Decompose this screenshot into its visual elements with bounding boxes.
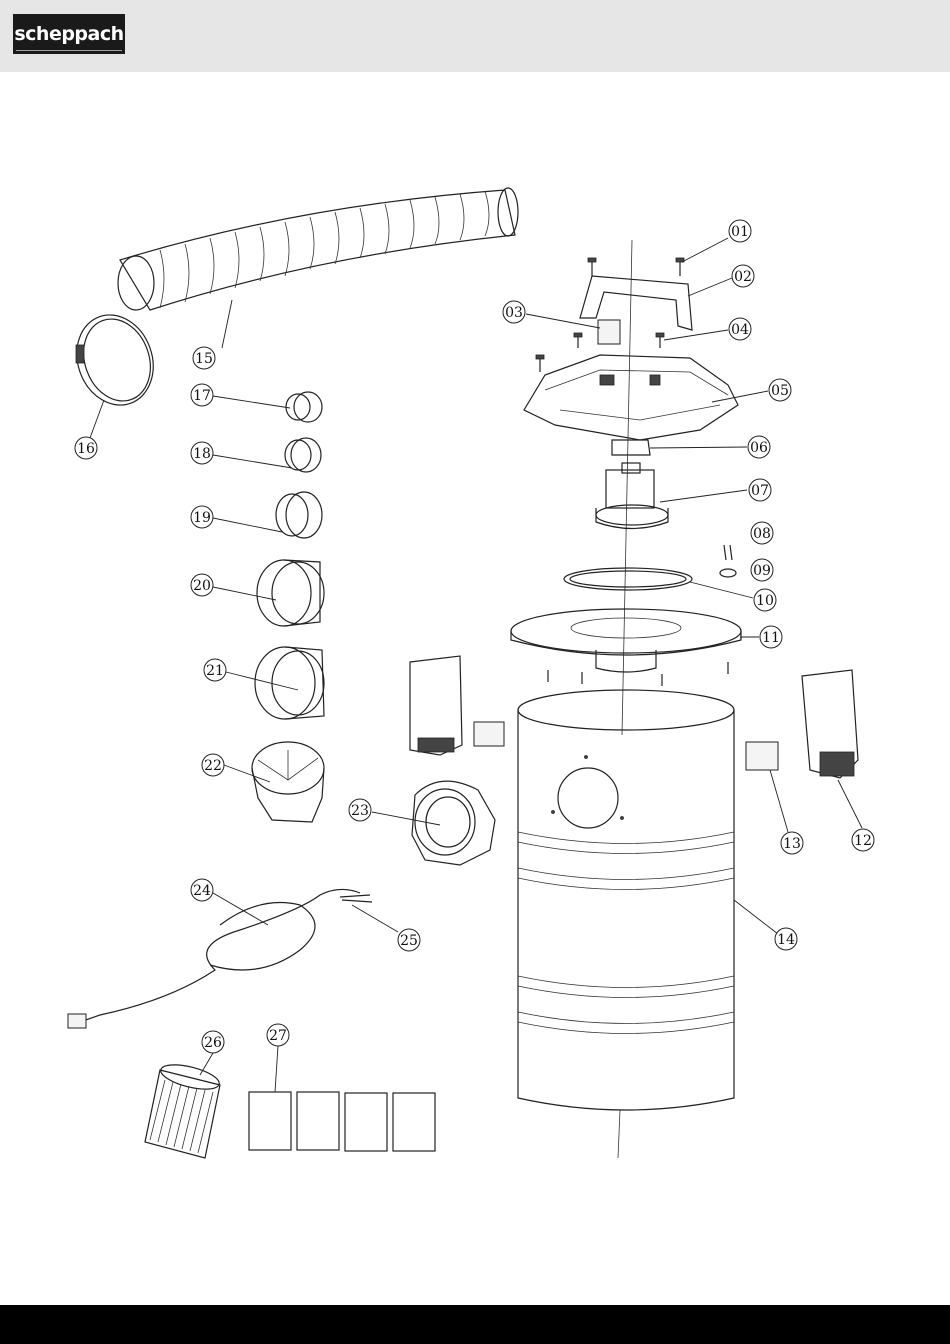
motor-head-05 [524,355,738,440]
gasket-10 [564,568,692,590]
hose-clamp-part [64,304,165,416]
callout-26: 26 [202,1031,224,1053]
callout-16: 16 [75,437,97,459]
svg-text:21: 21 [206,663,224,679]
bracket-13 [746,742,778,770]
svg-text:17: 17 [193,388,211,404]
nozzle-22 [252,742,324,822]
svg-text:08: 08 [753,526,771,542]
motor-07 [596,463,668,529]
svg-text:22: 22 [204,758,222,774]
svg-text:25: 25 [400,933,418,949]
callout-02: 02 [732,265,754,287]
callout-20: 20 [191,574,213,596]
callout-05: 05 [769,379,791,401]
washer-09 [720,569,736,577]
svg-text:04: 04 [731,322,749,338]
callout-09: 09 [751,559,773,581]
callout-25: 25 [398,929,420,951]
callout-03: 03 [503,301,525,323]
svg-text:11: 11 [762,630,780,646]
tank-14 [518,690,734,1110]
callout-04: 04 [729,318,751,340]
switch-03 [598,320,620,344]
svg-text:09: 09 [753,563,771,579]
callout-17: 17 [191,384,213,406]
svg-text:12: 12 [854,833,872,849]
svg-text:13: 13 [783,836,801,852]
callout-10: 10 [754,589,776,611]
bottom-axis-line [618,1110,620,1158]
svg-text:26: 26 [204,1035,222,1051]
svg-text:23: 23 [351,803,369,819]
callout-07: 07 [749,479,771,501]
latch-bracket-left [474,722,504,746]
callout-14: 14 [775,928,797,950]
svg-text:14: 14 [777,932,795,948]
callout-24: 24 [191,879,213,901]
callout-15: 15 [193,347,215,369]
callout-18: 18 [191,442,213,464]
svg-text:19: 19 [193,510,211,526]
adapter-17 [286,392,322,422]
callout-12: 12 [852,829,874,851]
power-cord-part [68,889,372,1028]
filter-cartridge-part [145,1060,222,1158]
footer-bar [0,1305,950,1344]
adapter-21 [255,647,324,719]
svg-text:20: 20 [193,578,211,594]
handle-02 [580,276,692,330]
svg-text:07: 07 [751,483,769,499]
callout-08: 08 [751,522,773,544]
adapter-20 [257,560,324,626]
callout-01: 01 [729,220,751,242]
callout-23: 23 [349,799,371,821]
hose-part [118,188,518,310]
svg-text:05: 05 [771,383,789,399]
callout-19: 19 [191,506,213,528]
callout-21: 21 [204,659,226,681]
svg-text:03: 03 [505,305,523,321]
adapter-18 [285,438,321,472]
svg-text:16: 16 [77,441,95,457]
svg-text:06: 06 [750,440,768,456]
adapter-19 [276,492,322,538]
latch-left [410,656,462,755]
screw-01 [588,258,684,276]
svg-text:10: 10 [756,593,774,609]
svg-text:24: 24 [193,883,211,899]
svg-text:15: 15 [195,351,213,367]
svg-text:27: 27 [269,1028,287,1044]
part-06 [612,440,650,455]
svg-text:01: 01 [731,224,749,240]
center-axis-line [622,240,632,735]
callout-27: 27 [267,1024,289,1046]
latch-12 [802,670,858,778]
lid-screws [548,662,728,686]
inlet-part-23 [412,781,495,865]
svg-text:02: 02 [734,269,752,285]
svg-text:18: 18 [193,446,211,462]
lid-plate-11 [511,609,741,672]
screw-08 [724,545,732,560]
filter-bags-part [249,1092,435,1151]
callout-11: 11 [760,626,782,648]
callout-13: 13 [781,832,803,854]
callout-06: 06 [748,436,770,458]
callout-22: 22 [202,754,224,776]
